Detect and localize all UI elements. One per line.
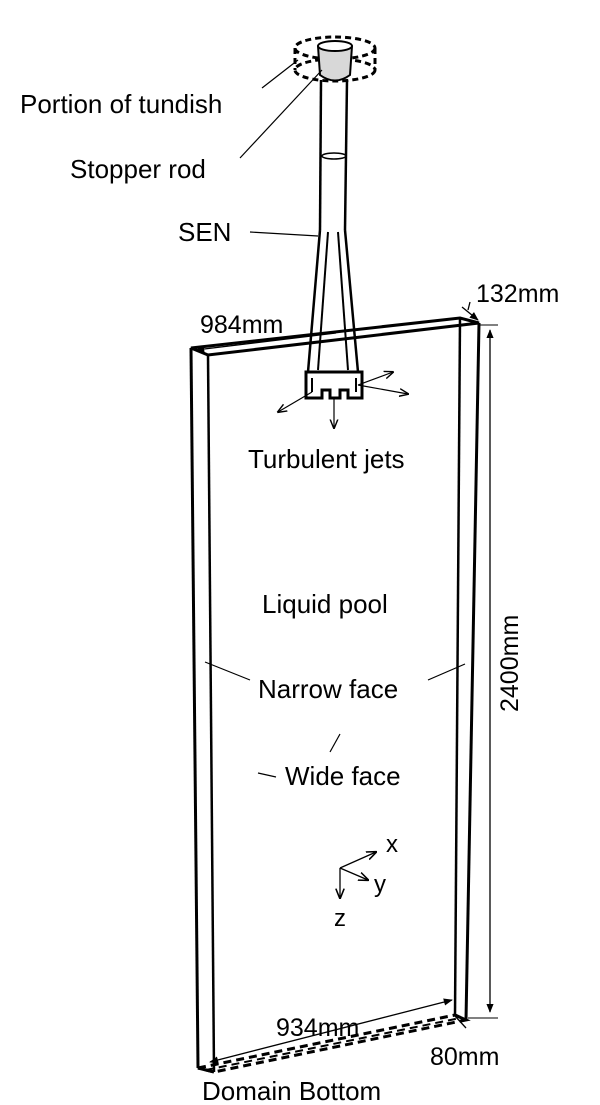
left-narrow-face [189,347,216,1073]
label-wide-face: Wide face [285,761,401,791]
label-80mm: 80mm [430,1043,499,1071]
dim-width-top-line [195,332,337,353]
jet-arrow-left [278,391,313,412]
label-sen: SEN [178,217,231,247]
axis-z-label: z [334,905,346,932]
label-narrow-face: Narrow face [258,674,398,704]
axis-x-label: x [386,831,398,858]
axis-y-arrow [339,867,368,880]
axis-y-label: y [374,871,386,898]
label-stopper-rod: Stopper rod [70,154,206,184]
jet-arrow-right [357,384,408,394]
label-domain-bottom: Domain Bottom [202,1076,381,1105]
dimension-lines [195,301,498,1064]
label-934mm: 934mm [276,1014,359,1042]
jet-arrows [278,372,408,428]
sen-nozzle [304,79,364,400]
axis-x-arrow [339,852,376,869]
coordinate-axes [340,852,376,898]
label-turbulent-jets: Turbulent jets [248,444,405,474]
jet-arrow-up-right [357,372,393,386]
mold-slab [189,316,481,1074]
dim-thickness-top-line [461,306,479,321]
right-narrow-face [453,317,481,1021]
label-2400mm: 2400mm [496,615,524,712]
dim-width-bottom-line [209,998,453,1064]
stopper-rod-head [316,40,354,82]
label-132mm: 132mm [476,280,559,308]
leader-lines [204,59,466,778]
label-984mm: 984mm [200,311,283,339]
label-portion-of-tundish: Portion of tundish [20,89,222,119]
label-liquid-pool: Liquid pool [262,589,388,619]
